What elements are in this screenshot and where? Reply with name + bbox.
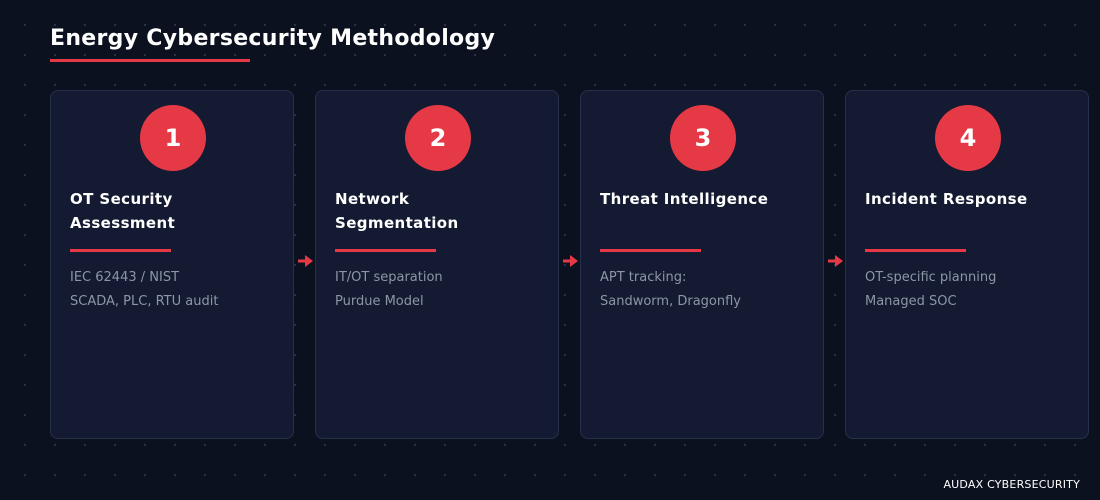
arrow-right-icon bbox=[563, 255, 578, 267]
step-detail: APT tracking: bbox=[600, 270, 687, 285]
step-detail: Purdue Model bbox=[335, 294, 424, 309]
step-title: Network Segmentation bbox=[335, 190, 459, 232]
step-detail: IT/OT separation bbox=[335, 270, 443, 285]
step-detail: SCADA, PLC, RTU audit bbox=[70, 294, 219, 309]
step-title: OT Security Assessment bbox=[70, 190, 176, 232]
step-title: Threat Intelligence bbox=[600, 190, 769, 208]
step-title-underline bbox=[600, 249, 701, 252]
step-detail: IEC 62443 / NIST bbox=[70, 270, 180, 285]
step-number-badge: 4 bbox=[935, 105, 1001, 171]
step-card-network-segmentation: 2 Network Segmentation IT/OT separation … bbox=[315, 90, 559, 439]
arrow-right-icon bbox=[298, 255, 313, 267]
arrow-right-icon bbox=[828, 255, 843, 267]
footer-brand: AUDAX CYBERSECURITY bbox=[943, 478, 1080, 491]
step-number-badge: 1 bbox=[140, 105, 206, 171]
step-card-ot-security-assessment: 1 OT Security Assessment IEC 62443 / NIS… bbox=[50, 90, 294, 439]
step-title-underline bbox=[70, 249, 171, 252]
step-title-underline bbox=[335, 249, 436, 252]
step-number-badge: 3 bbox=[670, 105, 736, 171]
step-card-incident-response: 4 Incident Response OT-specific planning… bbox=[845, 90, 1089, 439]
step-card-threat-intelligence: 3 Threat Intelligence APT tracking: Sand… bbox=[580, 90, 824, 439]
step-number-badge: 2 bbox=[405, 105, 471, 171]
step-detail: Sandworm, Dragonfly bbox=[600, 294, 741, 309]
step-title: Incident Response bbox=[865, 190, 1028, 208]
page-title: Energy Cybersecurity Methodology bbox=[50, 26, 496, 51]
step-detail: Managed SOC bbox=[865, 294, 957, 309]
title-underline bbox=[50, 59, 250, 62]
step-title-underline bbox=[865, 249, 966, 252]
step-detail: OT-specific planning bbox=[865, 270, 997, 285]
